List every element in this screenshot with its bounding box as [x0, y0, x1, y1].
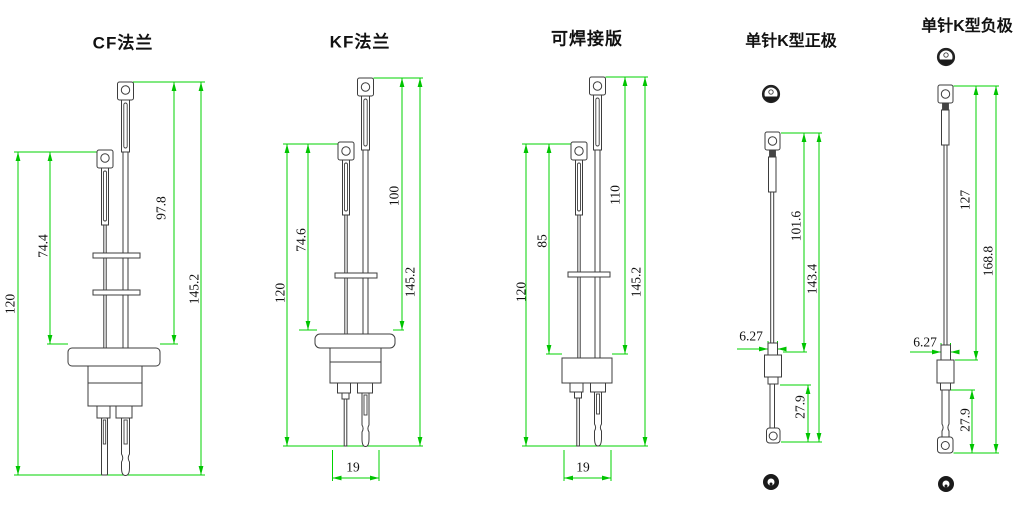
- figure-title-k-positive: 单针K型正极: [745, 33, 837, 50]
- dim-weld-bottom-width: 19: [576, 459, 590, 475]
- dim-kf-pin-long: 100: [386, 185, 402, 207]
- kf-bottom-pins: [341, 392, 370, 448]
- dim-kneg-upper-length: 127: [957, 189, 973, 211]
- single-pin-k-positive-drawing: [737, 84, 822, 490]
- dim-kneg-wire-dia: 6.27: [913, 334, 937, 350]
- dim-weld-pin-long: 110: [607, 185, 623, 205]
- kf-flange-drawing: [283, 77, 423, 481]
- dim-kpos-upper-length: 101.6: [788, 210, 804, 242]
- dim-weld-pin-short: 85: [534, 234, 550, 248]
- kpos-pin: [764, 131, 782, 444]
- cf-spacer-discs: [92, 252, 141, 296]
- dim-weld-overall-right: 145.2: [628, 266, 644, 298]
- weldable-dimension-lines: [522, 76, 648, 481]
- kf-short-pin: [337, 141, 355, 335]
- dim-cf-overall-left: 120: [2, 293, 18, 315]
- weldable-short-pin: [570, 141, 588, 359]
- cf-bottom-pins: [101, 417, 130, 477]
- kpos-top-view-symbol: [761, 84, 781, 104]
- kneg-dimension-lines: [910, 85, 999, 454]
- dim-cf-pin-short: 74.4: [35, 234, 51, 258]
- kpos-bottom-view-symbol: [763, 474, 779, 490]
- dim-cf-overall-right: 145.2: [186, 273, 202, 305]
- cf-dimension-lines: [14, 81, 205, 476]
- kf-dimension-lines: [283, 77, 423, 481]
- single-pin-k-negative-drawing: [910, 47, 999, 492]
- dim-weld-overall-left: 120: [513, 281, 529, 303]
- figure-title-cf-flange: CF法兰: [92, 33, 154, 53]
- figure-title-k-negative: 单针K型负极: [921, 18, 1013, 35]
- kf-long-pin: [357, 77, 374, 335]
- figure-title-weldable: 可焊接版: [551, 29, 623, 49]
- kf-flange-body: [314, 333, 396, 394]
- cf-long-pin: [117, 81, 134, 349]
- dim-kneg-overall: 168.8: [980, 245, 996, 277]
- dim-kf-overall-left: 120: [272, 282, 288, 304]
- dim-kf-pin-short: 74.6: [293, 228, 309, 252]
- kf-spacer-disc: [334, 272, 378, 279]
- weldable-long-pin: [589, 76, 606, 359]
- kneg-pin: [936, 84, 955, 454]
- weldable-version-drawing: [522, 76, 648, 481]
- weldable-body: [561, 357, 613, 393]
- kneg-bottom-view-symbol: [938, 476, 954, 492]
- figure-title-kf-flange: KF法兰: [329, 32, 391, 52]
- cf-flange-body: [67, 347, 161, 419]
- dim-cf-pin-long: 97.8: [153, 196, 169, 220]
- dim-kf-overall-right: 145.2: [402, 266, 418, 298]
- weldable-bottom-pins: [574, 391, 602, 447]
- kneg-top-view-symbol: [936, 47, 956, 67]
- dim-kpos-overall: 143.4: [804, 263, 820, 295]
- dim-kneg-lower-length: 27.9: [957, 408, 973, 432]
- dim-kpos-wire-dia: 6.27: [739, 328, 763, 344]
- dim-kf-bottom-width: 19: [346, 459, 360, 475]
- weldable-spacer-disc: [567, 271, 611, 278]
- dim-kpos-lower-length: 27.9: [792, 395, 808, 419]
- cf-flange-drawing: [14, 81, 205, 477]
- cf-short-pin: [96, 149, 114, 349]
